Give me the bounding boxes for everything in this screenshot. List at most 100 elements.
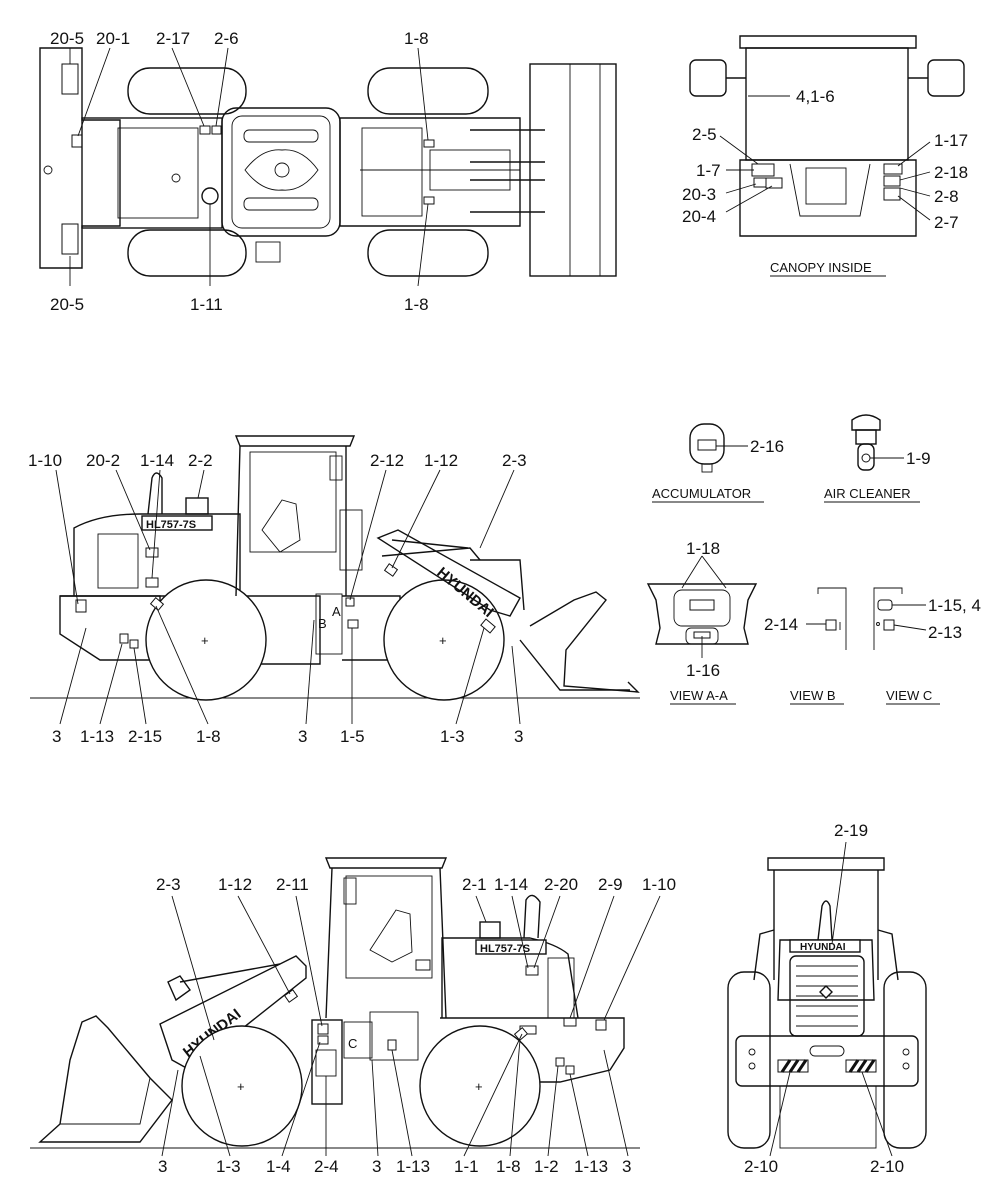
decal-1-8-upper bbox=[423, 139, 435, 148]
model-text-left: HL757-7S bbox=[146, 519, 196, 531]
label-1-15-4: 1-15, 4 bbox=[928, 596, 981, 615]
hood-grille-left bbox=[97, 533, 139, 589]
decal-1-4 bbox=[317, 1035, 329, 1045]
decal-1-17 bbox=[883, 163, 903, 175]
label-1-8-left: 1-8 bbox=[196, 727, 221, 746]
label-2-15: 2-15 bbox=[128, 727, 162, 746]
decal-2-17 bbox=[199, 125, 211, 135]
svg-text:+: + bbox=[201, 633, 209, 648]
label-2-14: 2-14 bbox=[764, 615, 798, 634]
model-badge-left bbox=[141, 515, 213, 531]
label-1-9: 1-9 bbox=[906, 449, 931, 468]
label-2-10-left: 2-10 bbox=[744, 1157, 778, 1176]
label-2-12: 2-12 bbox=[370, 451, 404, 470]
cab-roof-inner bbox=[231, 115, 331, 229]
tire-top-right bbox=[367, 67, 489, 115]
view-b: 2-14 VIEW B bbox=[764, 587, 847, 705]
canopy-lower bbox=[739, 159, 917, 237]
label-1-11: 1-11 bbox=[190, 295, 223, 314]
view-c: 1-15, 4 2-13 VIEW C bbox=[873, 587, 981, 705]
decal-1-10-right bbox=[595, 1019, 607, 1031]
label-3-right-a: 3 bbox=[158, 1157, 167, 1176]
view-aa-frame bbox=[646, 583, 758, 645]
tire-bottom-right bbox=[367, 229, 489, 277]
label-1-16: 1-16 bbox=[686, 661, 720, 680]
rear-canopy-roof bbox=[767, 857, 885, 871]
label-2-20: 2-20 bbox=[544, 875, 578, 894]
decal-1-5 bbox=[347, 619, 359, 629]
svg-text:+: + bbox=[439, 633, 447, 648]
operator-seat-right bbox=[369, 909, 413, 963]
decal-1-12-right bbox=[283, 989, 299, 1003]
rear-counterweight-bumper bbox=[735, 1035, 919, 1087]
decal-2-10-left bbox=[777, 1059, 809, 1073]
decal-1-10-side bbox=[75, 599, 87, 613]
label-20-3: 20-3 bbox=[682, 185, 716, 204]
rear-tire-right bbox=[419, 1025, 541, 1147]
label-2-13: 2-13 bbox=[928, 623, 962, 642]
caption-view-aa: VIEW A-A bbox=[670, 688, 728, 703]
decal-2-14 bbox=[825, 619, 837, 631]
decal-20-5-lower bbox=[61, 223, 79, 255]
decal-1-8-right bbox=[513, 1027, 529, 1041]
caption-canopy-inside: CANOPY INSIDE bbox=[770, 260, 872, 275]
cab-window-right bbox=[345, 875, 433, 979]
label-2-7: 2-7 bbox=[934, 213, 959, 232]
label-2-2: 2-2 bbox=[188, 451, 213, 470]
rear-brand-badge bbox=[789, 939, 861, 953]
label-3-right-c: 3 bbox=[622, 1157, 631, 1176]
decal-1-2 bbox=[555, 1057, 565, 1067]
exhaust-stack-side bbox=[147, 472, 163, 515]
tire-top-left bbox=[127, 67, 247, 115]
decal-2-9 bbox=[563, 1017, 577, 1027]
decal-20-1 bbox=[71, 134, 83, 148]
rear-exhaust bbox=[817, 900, 833, 941]
label-20-4: 20-4 bbox=[682, 207, 716, 226]
label-1-17: 1-17 bbox=[934, 131, 968, 150]
decal-20-3 bbox=[753, 177, 767, 188]
model-badge-right bbox=[475, 939, 547, 955]
label-3-right-b: 3 bbox=[372, 1157, 381, 1176]
label-20-1: 20-1 bbox=[96, 29, 130, 48]
label-1-14-right: 1-14 bbox=[494, 875, 528, 894]
label-2-4: 2-4 bbox=[314, 1157, 339, 1176]
rear-logo-emblem bbox=[819, 985, 833, 999]
boom-arm-right bbox=[159, 955, 307, 1071]
rear-counterweight bbox=[39, 47, 121, 269]
label-1-3-left: 1-3 bbox=[440, 727, 465, 746]
decal-2-18 bbox=[883, 175, 901, 187]
label-3-left-a: 3 bbox=[52, 727, 61, 746]
decal-1-15 bbox=[877, 599, 893, 611]
view-mark-b: B bbox=[318, 616, 327, 631]
cab-roof-outer bbox=[221, 107, 341, 237]
operator-seat-left bbox=[261, 499, 301, 553]
decal-1-12-side bbox=[383, 563, 399, 577]
label-4-1-6: 4,1-6 bbox=[796, 87, 835, 106]
label-2-17: 2-17 bbox=[156, 29, 190, 48]
model-text-right: HL757-7S bbox=[480, 943, 530, 955]
label-1-10-right: 1-10 bbox=[642, 875, 676, 894]
view-mark-a: A bbox=[332, 604, 341, 619]
label-1-14-left: 1-14 bbox=[140, 451, 174, 470]
label-1-2: 1-2 bbox=[534, 1157, 559, 1176]
air-cleaner-body bbox=[857, 443, 875, 471]
decal-2-13 bbox=[883, 619, 895, 631]
decal-1-3-side bbox=[480, 618, 496, 634]
label-20-5-top: 20-5 bbox=[50, 29, 84, 48]
label-1-18: 1-18 bbox=[686, 539, 720, 558]
canopy-inside-view: 4,1-6 2-5 1-7 20-3 20-4 1-17 2-18 2-8 2-… bbox=[682, 35, 968, 277]
canopy-panel bbox=[805, 167, 847, 205]
label-2-10-right: 2-10 bbox=[870, 1157, 904, 1176]
decal-2-6 bbox=[211, 125, 222, 135]
bucket-side-right bbox=[38, 1015, 173, 1143]
lift-cylinder-right bbox=[179, 963, 281, 983]
cab-roof-side bbox=[234, 435, 356, 447]
accumulator-view: 2-16 ACCUMULATOR bbox=[652, 423, 784, 503]
decal-2-5 bbox=[751, 163, 775, 177]
decal-2-16 bbox=[697, 439, 717, 451]
label-2-3-left: 2-3 bbox=[502, 451, 527, 470]
bucket-top bbox=[529, 63, 617, 277]
label-2-8: 2-8 bbox=[934, 187, 959, 206]
